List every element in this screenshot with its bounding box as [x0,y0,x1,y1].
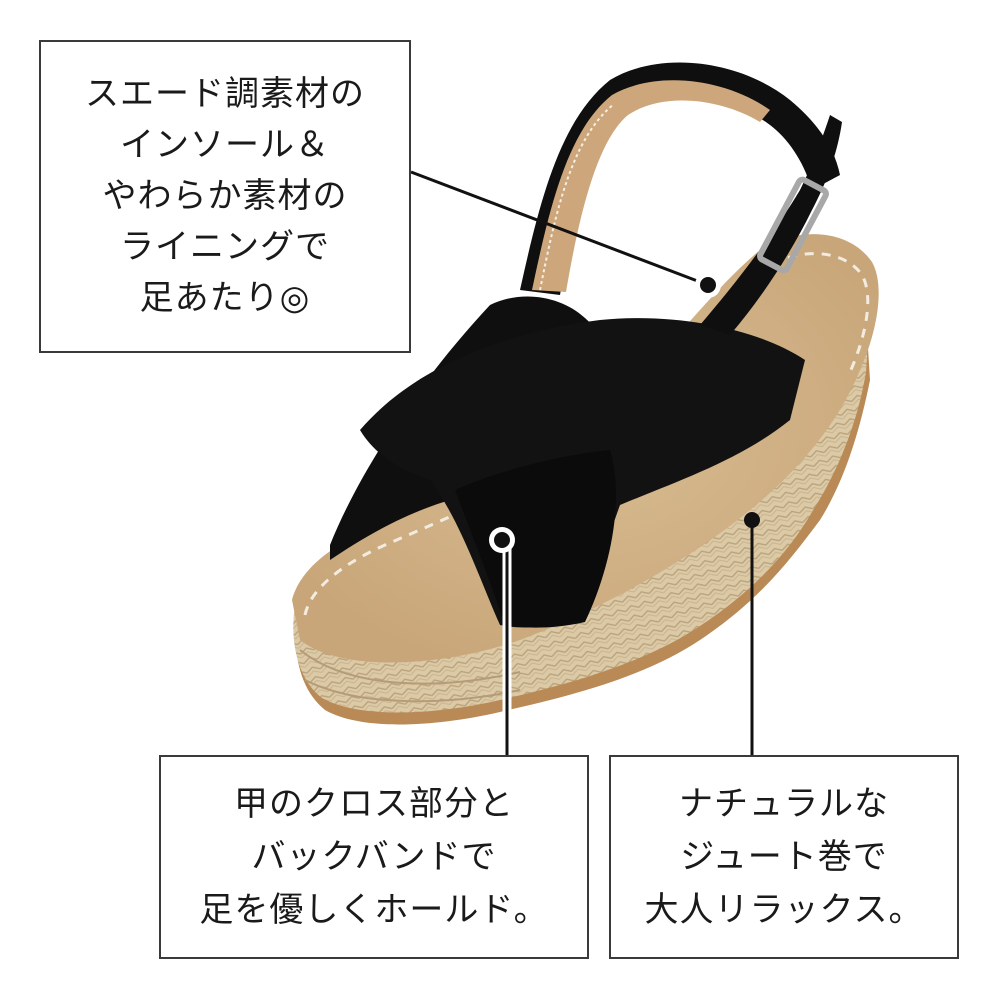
callout-text-line: インソール＆ [120,125,330,165]
callout-insole-lining: スエード調素材の インソール＆ やわらか素材の ライニングで 足あたり◎ [39,40,411,353]
callout-text-line: スエード調素材の [85,74,365,114]
callout-jute-wrap: ナチュラルな ジュート巻で 大人リラックス。 [609,755,959,959]
callout-text-line: 甲のクロス部分と [234,783,514,824]
leader-lines [410,170,760,755]
buckle-icon [757,176,829,274]
callout-text-line: 足あたり◎ [139,278,311,318]
callout-text-line: バックバンドで [251,836,497,877]
callout-text-line: ライニングで [120,227,330,267]
back-strap [520,62,840,295]
callout-text-line: ジュート巻で [680,836,888,877]
cross-strap [330,296,805,628]
callout-cross-strap-hold: 甲のクロス部分と バックバンドで 足を優しくホールド。 [159,755,589,959]
callout-text-line: 大人リラックス。 [644,889,924,930]
callout-text-line: ナチュラルな [679,783,889,824]
callout-text-line: 足を優しくホールド。 [199,889,549,930]
ankle-strap-buckle [700,115,842,335]
callout-text-line: やわらか素材の [102,176,348,216]
